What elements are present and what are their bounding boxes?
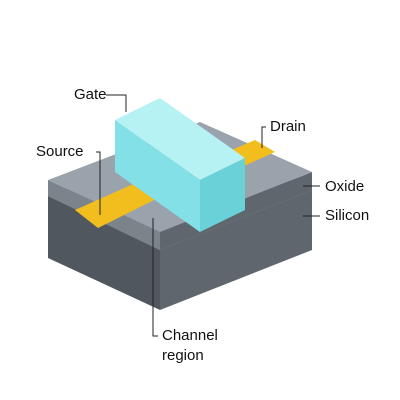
drain-label: Drain: [270, 118, 306, 135]
source-leader: [96, 151, 101, 215]
oxide-label: Oxide: [325, 178, 365, 195]
channel-region-label-line1: Channel: [162, 327, 218, 344]
source-label: Source: [36, 143, 84, 160]
channel-leader: [152, 218, 158, 337]
gate-leader: [106, 94, 127, 112]
leader-lines: [96, 94, 320, 337]
silicon-right-face: [160, 190, 312, 310]
gate-side-face: [200, 158, 245, 232]
drain-leader: [261, 126, 266, 148]
gate-label: Gate: [74, 86, 107, 103]
silicon-label: Silicon: [325, 207, 370, 224]
source-region: [75, 181, 160, 228]
channel-region-label-line2: region: [162, 347, 204, 364]
gate-top-face: [115, 98, 245, 180]
silicon-front-face: [48, 196, 160, 310]
gate-front-face: [115, 120, 200, 232]
